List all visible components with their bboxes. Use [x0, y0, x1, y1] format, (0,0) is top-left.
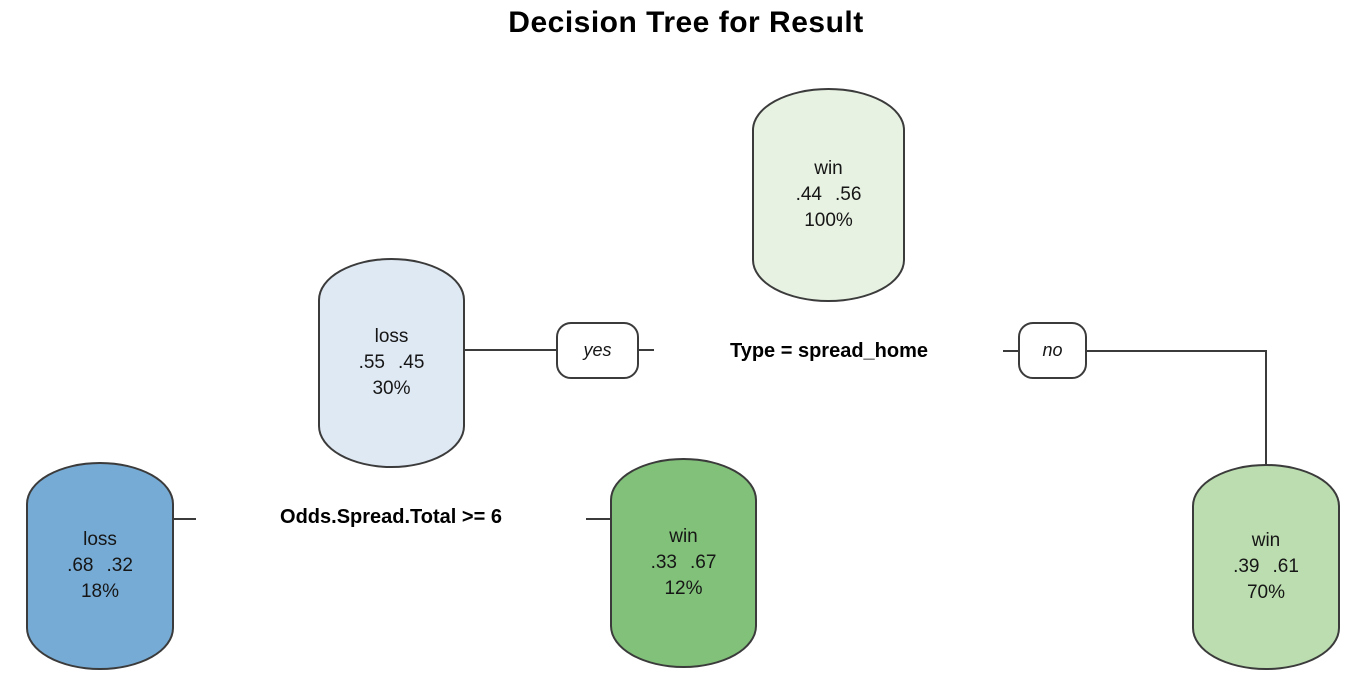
split-label-type: Type = spread_home [729, 340, 929, 362]
node-probabilities: .33 .67 [651, 550, 717, 576]
prob-win: .56 [835, 184, 862, 205]
branch-no-box: no [1018, 322, 1087, 379]
tree-node-root: win .44 .56 100% [752, 88, 905, 302]
node-coverage: 12% [664, 578, 703, 599]
node-coverage: 100% [804, 210, 853, 231]
edge-loss18-stub [172, 518, 196, 520]
node-probabilities: .39 .61 [1233, 554, 1299, 580]
prob-win: .45 [398, 352, 425, 373]
tree-leaf-loss-18: loss .68 .32 18% [26, 462, 174, 670]
node-class-label: loss [374, 326, 409, 347]
edge-yes-right-stub [638, 349, 654, 351]
prob-loss: .33 [650, 552, 677, 573]
node-probabilities: .55 .45 [359, 350, 425, 376]
prob-loss: .39 [1233, 556, 1260, 577]
edge-win12-stub [586, 518, 612, 520]
tree-node-loss-30: loss .55 .45 30% [318, 258, 465, 468]
edge-elbow-to-win70 [1265, 350, 1267, 468]
branch-yes-label: yes [583, 340, 612, 360]
node-class-label: loss [83, 529, 117, 550]
prob-win: .32 [106, 555, 133, 576]
edge-loss30-to-yes [464, 349, 557, 351]
edge-no-left-stub [1003, 350, 1018, 352]
node-class-label: win [814, 158, 843, 179]
prob-win: .61 [1272, 556, 1299, 577]
split-label-odds-spread-total: Odds.Spread.Total >= 6 [280, 506, 502, 528]
node-class-label: win [669, 526, 698, 547]
node-probabilities: .44 .56 [796, 182, 862, 208]
branch-no-label: no [1042, 340, 1063, 360]
prob-loss: .44 [795, 184, 822, 205]
prob-loss: .68 [67, 555, 94, 576]
tree-leaf-win-12: win .33 .67 12% [610, 458, 757, 668]
node-coverage: 30% [372, 378, 411, 399]
plot-title: Decision Tree for Result [508, 6, 864, 39]
prob-loss: .55 [358, 352, 385, 373]
prob-win: .67 [690, 552, 717, 573]
edge-no-to-elbow [1087, 350, 1267, 352]
node-class-label: win [1251, 530, 1281, 551]
node-coverage: 18% [80, 581, 120, 602]
tree-leaf-win-70: win .39 .61 70% [1192, 464, 1340, 670]
node-coverage: 70% [1246, 582, 1286, 603]
branch-yes-box: yes [556, 322, 639, 379]
node-probabilities: .68 .32 [67, 553, 133, 579]
